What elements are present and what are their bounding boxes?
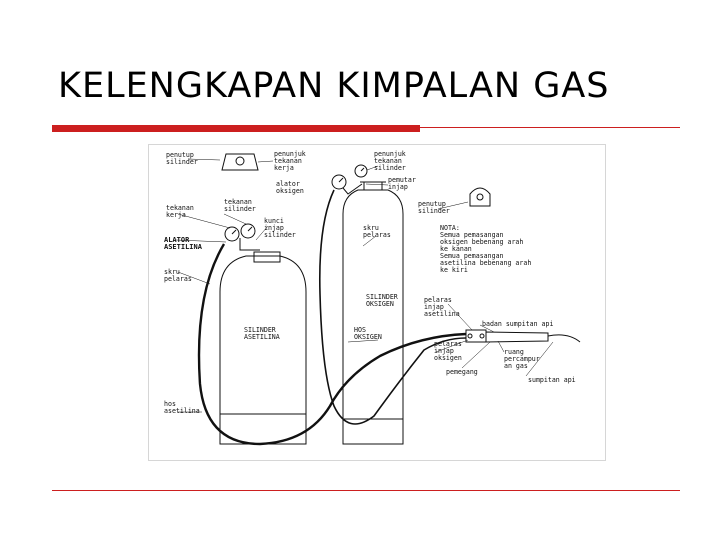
- slide-title: KELENGKAPAN KIMPALAN GAS: [58, 66, 610, 106]
- label-line: percampur: [504, 355, 540, 363]
- label-line: pemegang: [446, 368, 478, 376]
- label-line: pelaras: [363, 231, 391, 239]
- label-pemegang: pemegang: [446, 368, 478, 376]
- label-line: SILINDER: [366, 293, 398, 301]
- label-line: pelaras: [434, 340, 462, 348]
- oxygen-cylinder-gauge: [354, 164, 368, 178]
- label-line: OKSIGEN: [366, 300, 394, 308]
- label-line: ALATOR: [164, 236, 190, 244]
- label-line: injap: [434, 347, 454, 355]
- label-line: tekanan: [166, 204, 194, 212]
- label-line: penutup: [418, 200, 446, 208]
- label-line: penunjuk: [374, 150, 406, 158]
- label-line: Semua pemasangan: [440, 252, 504, 260]
- label-nota: NOTA: Semua pemasangan oksigen bebenang …: [440, 224, 535, 274]
- label-line: oksigen: [276, 187, 304, 195]
- label-line: oksigen: [434, 354, 462, 362]
- label-line: skru: [164, 268, 180, 276]
- torch-nozzle: [547, 334, 581, 343]
- label-line: pelaras: [164, 275, 192, 283]
- label-line: asetilina: [164, 407, 200, 415]
- label-line: silinder: [224, 205, 256, 213]
- label-line: tekanan: [224, 198, 252, 206]
- acetylene-hose: [197, 243, 467, 446]
- label-line: tekanan: [274, 157, 302, 165]
- label-line: HOS: [354, 326, 366, 334]
- label-line: injap: [388, 183, 408, 191]
- cylinder-cap-icon: [221, 153, 259, 171]
- label-line: SILINDER: [244, 326, 276, 334]
- label-line: silinder: [166, 158, 198, 166]
- label-line: ruang: [504, 348, 524, 356]
- footer-divider: [52, 490, 680, 491]
- label-line: silinder: [418, 207, 450, 215]
- label-line: kunci: [264, 217, 284, 225]
- cylinder-cap-icon-2: [469, 187, 491, 207]
- label-line: ke kanan: [440, 245, 472, 253]
- label-line: ke kiri: [440, 266, 468, 274]
- label-sumpitan-api: sumpitan api: [528, 376, 576, 384]
- label-line: OKSIGEN: [354, 333, 382, 341]
- label-line: kerja: [166, 211, 186, 219]
- label-line: penutup: [166, 151, 194, 159]
- label-line: ASETILINA: [164, 243, 203, 251]
- acetylene-cylinder-gauge: [240, 223, 256, 239]
- label-line: Semua pemasangan: [440, 231, 504, 239]
- label-line: tekanan: [374, 157, 402, 165]
- title-divider: [420, 127, 680, 128]
- oxygen-working-gauge: [331, 174, 347, 190]
- label-line: alator: [276, 180, 300, 188]
- label-line: pemutar: [388, 176, 416, 184]
- label-line: injap: [264, 224, 284, 232]
- label-line: silinder: [264, 231, 296, 239]
- label-line: an gas: [504, 362, 528, 370]
- label-line: oksigen bebenang arah: [440, 238, 523, 246]
- oxygen-hose: [318, 189, 467, 425]
- label-line: injap: [424, 303, 444, 311]
- label-line: skru: [363, 224, 379, 232]
- label-line: asetilina: [424, 310, 460, 318]
- oxygen-cylinder: [342, 189, 404, 445]
- label-line: sumpitan api: [528, 376, 576, 384]
- label-line: NOTA:: [440, 224, 460, 232]
- acetylene-working-gauge: [224, 226, 240, 242]
- torch-body: [485, 331, 549, 343]
- label-line: silinder: [374, 164, 406, 172]
- label-line: hos: [164, 400, 176, 408]
- label-badan-sumpitan-api: badan sumpitan api: [482, 320, 553, 328]
- diagram-frame: [148, 144, 606, 461]
- title-accent-bar: [52, 125, 420, 132]
- label-line: kerja: [274, 164, 294, 172]
- label-line: badan sumpitan api: [482, 320, 553, 328]
- acetylene-valve-block: [253, 251, 281, 263]
- label-line: penunjuk: [274, 150, 306, 158]
- label-line: asetilina bebenang arah: [440, 259, 531, 267]
- label-line: ASETILINA: [244, 333, 280, 341]
- label-line: pelaras: [424, 296, 452, 304]
